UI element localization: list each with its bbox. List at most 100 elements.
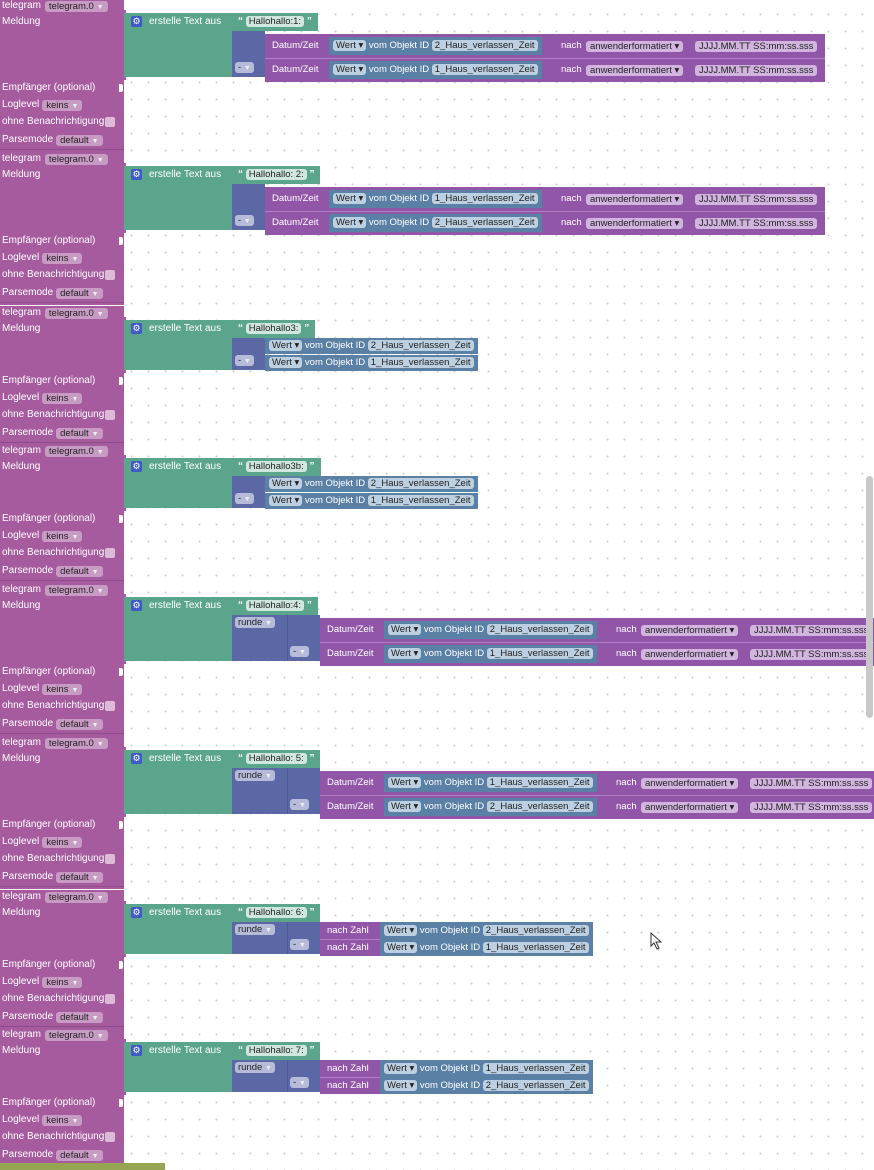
format-mode-dropdown[interactable]: anwenderformatiert ▾ (641, 778, 739, 789)
gear-icon[interactable]: ⚙ (131, 461, 142, 472)
text-string-field[interactable]: Hallohallo: 2: (245, 168, 307, 180)
to-number-block[interactable] (320, 922, 384, 939)
loglevel-dropdown[interactable]: keins▼ (42, 1114, 83, 1126)
get-object-value-block[interactable]: Wert ▾ vom Objekt ID 1_Haus_verlassen_Ze… (380, 939, 593, 956)
empfaenger-input-socket[interactable] (119, 515, 123, 523)
text-string-block[interactable]: “ Hallohallo: 2: ” (232, 166, 321, 184)
telegram-block[interactable] (0, 1028, 124, 1167)
empfaenger-input-socket[interactable] (119, 668, 123, 676)
create-text-block[interactable] (124, 1042, 232, 1092)
gear-icon[interactable]: ⚙ (131, 323, 142, 334)
format-string-field[interactable]: JJJJ.MM.TT SS:mm:ss.sss (750, 802, 873, 813)
vertical-scrollbar[interactable] (866, 476, 873, 718)
operator-dropdown[interactable]: - ▼ (235, 493, 254, 504)
get-object-value-block[interactable]: Wert ▾ vom Objekt ID 1_Haus_verlassen_Ze… (380, 1060, 593, 1077)
loglevel-dropdown[interactable]: keins▼ (42, 683, 83, 695)
value-type-dropdown[interactable]: Wert ▾ (384, 1062, 418, 1074)
create-text-block[interactable] (124, 13, 232, 77)
telegram-block[interactable] (0, 152, 124, 305)
text-string-field[interactable]: Hallohallo3b: (245, 460, 307, 472)
empfaenger-input-socket[interactable] (119, 377, 123, 385)
value-type-dropdown[interactable]: Wert ▾ (388, 623, 422, 635)
to-number-block[interactable] (320, 939, 384, 956)
text-string-block[interactable]: “ Hallohallo:4: ” (232, 597, 318, 615)
object-id-field[interactable]: 1_Haus_verlassen_Zeit (486, 776, 593, 788)
text-string-block[interactable]: “ Hallohallo:1: ” (232, 13, 318, 31)
text-string-block[interactable]: “ Hallohallo: 6: ” (232, 904, 321, 922)
telegram-instance-dropdown[interactable]: telegram.0▼ (44, 307, 108, 319)
value-type-dropdown[interactable]: Wert ▾ (269, 339, 303, 351)
ohne-benachrichtigung-checkbox[interactable] (105, 1132, 115, 1142)
text-string-block[interactable]: “ Hallohallo3: ” (232, 320, 316, 338)
object-id-field[interactable]: 2_Haus_verlassen_Zeit (482, 1079, 589, 1091)
operator-dropdown[interactable]: - ▼ (290, 646, 309, 657)
get-object-value-block[interactable]: Wert ▾ vom Objekt ID 2_Haus_verlassen_Ze… (384, 621, 597, 639)
create-text-block[interactable] (124, 904, 232, 954)
telegram-block[interactable] (0, 306, 124, 445)
operator-dropdown[interactable]: - ▼ (290, 1077, 309, 1088)
create-text-block[interactable] (124, 597, 232, 661)
round-dropdown[interactable]: runde ▼ (235, 1062, 275, 1073)
telegram-block[interactable] (0, 0, 124, 152)
round-dropdown[interactable]: runde ▼ (235, 924, 275, 935)
ohne-benachrichtigung-checkbox[interactable] (105, 701, 115, 711)
telegram-instance-dropdown[interactable]: telegram.0▼ (44, 445, 108, 457)
loglevel-dropdown[interactable]: keins▼ (42, 976, 83, 988)
text-string-block[interactable]: “ Hallohallo3b: ” (232, 458, 321, 476)
get-object-value-block[interactable]: Wert ▾ vom Objekt ID 2_Haus_verlassen_Ze… (380, 922, 593, 939)
value-type-dropdown[interactable]: Wert ▾ (333, 192, 367, 204)
value-type-dropdown[interactable]: Wert ▾ (384, 924, 418, 936)
get-object-value-block[interactable]: Wert ▾ vom Objekt ID 2_Haus_verlassen_Ze… (265, 476, 478, 492)
get-object-value-block[interactable]: Wert ▾ vom Objekt ID 1_Haus_verlassen_Ze… (384, 645, 597, 663)
telegram-instance-dropdown[interactable]: telegram.0▼ (44, 584, 108, 596)
get-object-value-block[interactable]: Wert ▾ vom Objekt ID 1_Haus_verlassen_Ze… (384, 774, 597, 792)
format-mode-dropdown[interactable]: anwenderformatiert ▾ (586, 218, 684, 229)
gear-icon[interactable]: ⚙ (131, 907, 142, 918)
get-object-value-block[interactable]: Wert ▾ vom Objekt ID 2_Haus_verlassen_Ze… (329, 214, 542, 232)
get-object-value-block[interactable]: Wert ▾ vom Objekt ID 1_Haus_verlassen_Ze… (265, 493, 478, 509)
gear-icon[interactable]: ⚙ (131, 753, 142, 764)
object-id-field[interactable]: 1_Haus_verlassen_Zeit (486, 647, 593, 659)
format-mode-dropdown[interactable]: anwenderformatiert ▾ (641, 625, 739, 636)
format-mode-dropdown[interactable]: anwenderformatiert ▾ (641, 649, 739, 660)
object-id-field[interactable]: 2_Haus_verlassen_Zeit (367, 339, 474, 351)
value-type-dropdown[interactable]: Wert ▾ (333, 63, 367, 75)
format-string-field[interactable]: JJJJ.MM.TT SS:mm:ss.sss (750, 625, 873, 636)
format-mode-dropdown[interactable]: anwenderformatiert ▾ (586, 65, 684, 76)
format-mode-dropdown[interactable]: anwenderformatiert ▾ (586, 194, 684, 205)
value-type-dropdown[interactable]: Wert ▾ (269, 477, 303, 489)
partial-block-bottom[interactable] (0, 1163, 165, 1170)
format-string-field[interactable]: JJJJ.MM.TT SS:mm:ss.sss (695, 65, 818, 76)
value-type-dropdown[interactable]: Wert ▾ (388, 776, 422, 788)
parsemode-dropdown[interactable]: default▼ (56, 718, 103, 730)
object-id-field[interactable]: 1_Haus_verlassen_Zeit (431, 192, 538, 204)
telegram-instance-dropdown[interactable]: telegram.0▼ (44, 1029, 108, 1041)
get-object-value-block[interactable]: Wert ▾ vom Objekt ID 2_Haus_verlassen_Ze… (265, 338, 478, 354)
gear-icon[interactable]: ⚙ (131, 1045, 142, 1056)
parsemode-dropdown[interactable]: default▼ (56, 1011, 103, 1023)
loglevel-dropdown[interactable]: keins▼ (42, 392, 83, 404)
get-object-value-block[interactable]: Wert ▾ vom Objekt ID 1_Haus_verlassen_Ze… (329, 61, 542, 79)
parsemode-dropdown[interactable]: default▼ (56, 427, 103, 439)
parsemode-dropdown[interactable]: default▼ (56, 565, 103, 577)
get-object-value-block[interactable]: Wert ▾ vom Objekt ID 1_Haus_verlassen_Ze… (329, 190, 542, 208)
get-object-value-block[interactable]: Wert ▾ vom Objekt ID 2_Haus_verlassen_Ze… (384, 798, 597, 816)
value-type-dropdown[interactable]: Wert ▾ (384, 1079, 418, 1091)
format-string-field[interactable]: JJJJ.MM.TT SS:mm:ss.sss (750, 778, 873, 789)
format-mode-dropdown[interactable]: anwenderformatiert ▾ (641, 802, 739, 813)
telegram-instance-dropdown[interactable]: telegram.0▼ (44, 891, 108, 903)
empfaenger-input-socket[interactable] (119, 84, 123, 92)
format-string-field[interactable]: JJJJ.MM.TT SS:mm:ss.sss (695, 218, 818, 229)
text-string-field[interactable]: Hallohallo: 5: (245, 752, 307, 764)
object-id-field[interactable]: 2_Haus_verlassen_Zeit (431, 216, 538, 228)
operator-dropdown[interactable]: - ▼ (290, 799, 309, 810)
value-type-dropdown[interactable]: Wert ▾ (333, 216, 367, 228)
ohne-benachrichtigung-checkbox[interactable] (105, 854, 115, 864)
object-id-field[interactable]: 2_Haus_verlassen_Zeit (367, 477, 474, 489)
round-dropdown[interactable]: runde ▼ (235, 770, 275, 781)
parsemode-dropdown[interactable]: default▼ (56, 1149, 103, 1161)
format-string-field[interactable]: JJJJ.MM.TT SS:mm:ss.sss (750, 649, 873, 660)
text-string-field[interactable]: Hallohallo3: (245, 322, 302, 334)
ohne-benachrichtigung-checkbox[interactable] (105, 994, 115, 1004)
